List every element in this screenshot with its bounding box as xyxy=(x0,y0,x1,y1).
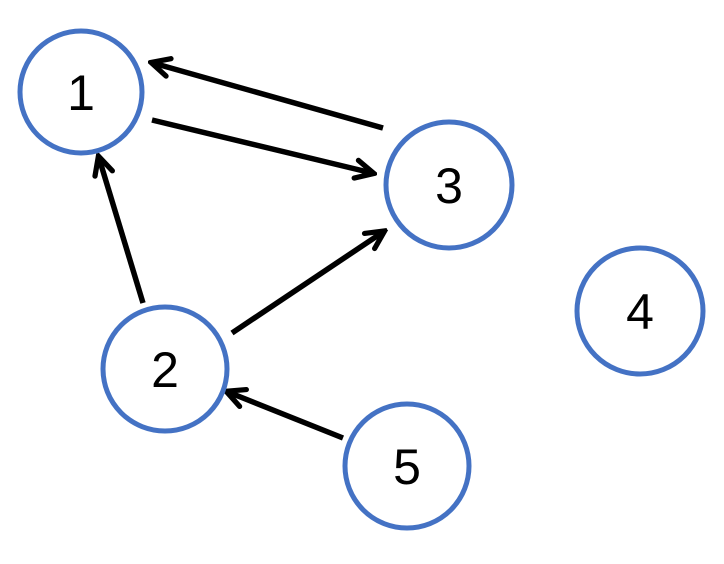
node-4: 4 xyxy=(574,245,706,377)
node-1: 1 xyxy=(17,28,145,156)
node-4-label: 4 xyxy=(626,284,654,340)
node-2-circle xyxy=(100,304,230,434)
node-1-circle xyxy=(17,28,145,156)
edge-1-to-3 xyxy=(151,117,372,173)
node-5: 5 xyxy=(342,401,472,531)
node-5-circle xyxy=(342,401,472,531)
node-3-circle xyxy=(383,119,515,251)
node-1-label: 1 xyxy=(67,65,95,121)
node-2: 2 xyxy=(100,304,230,434)
edge-2-to-1 xyxy=(99,158,146,304)
node-3: 3 xyxy=(383,119,515,251)
edge-2-to-3 xyxy=(230,232,383,336)
node-3-label: 3 xyxy=(435,158,463,214)
node-2-label: 2 xyxy=(151,342,179,398)
edge-3-to-1 xyxy=(153,63,384,131)
node-4-circle xyxy=(574,245,706,377)
edge-5-to-2 xyxy=(228,392,345,441)
node-5-label: 5 xyxy=(393,439,421,495)
